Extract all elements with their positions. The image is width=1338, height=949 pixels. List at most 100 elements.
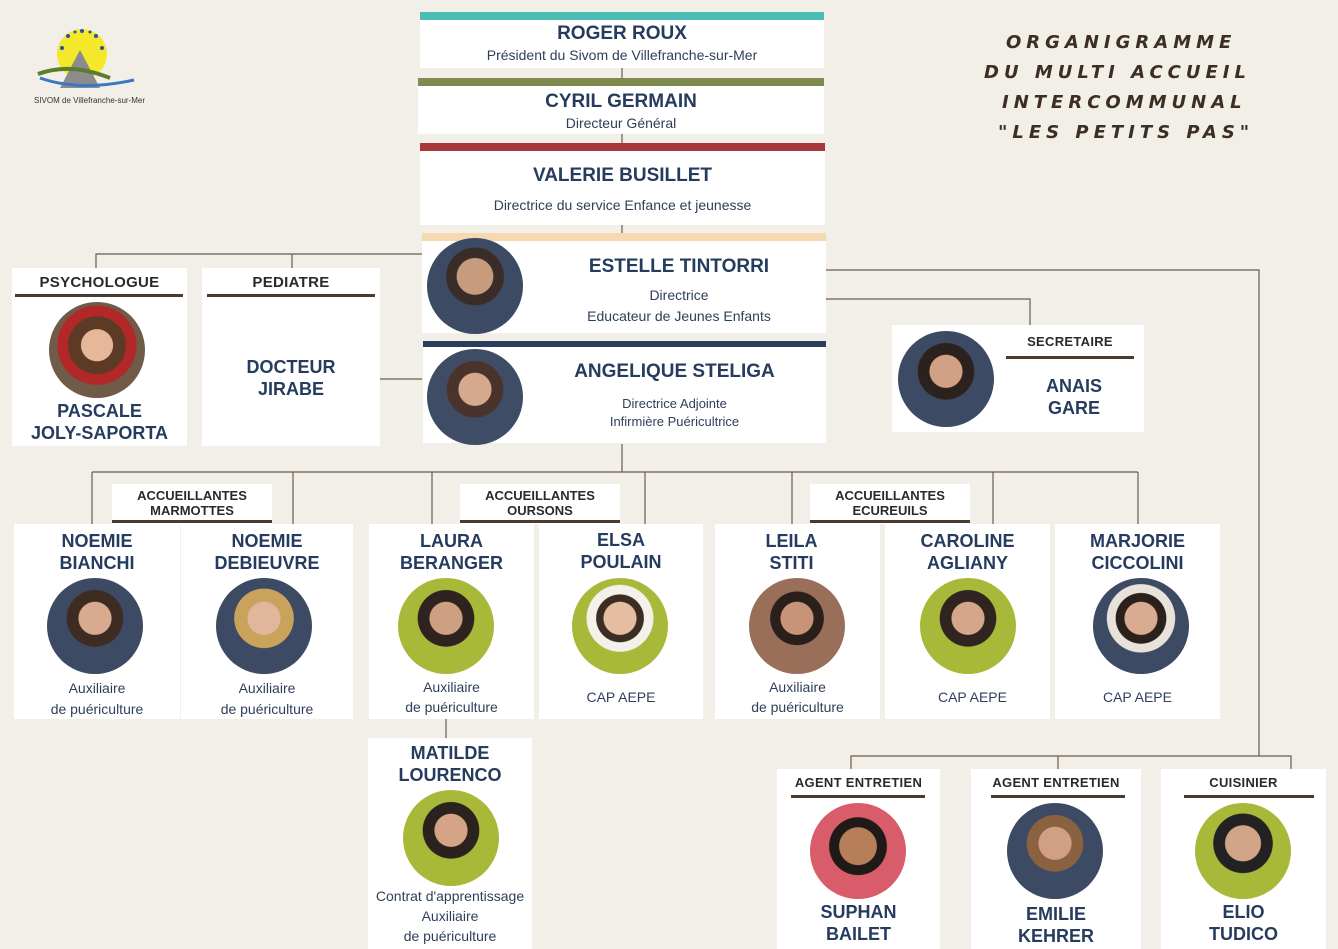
psychologue-underline [15, 294, 183, 297]
card-staff-2: LAURA BERANGER Auxiliaire de puéricultur… [369, 524, 534, 719]
matilde-role-3: de puériculture [403, 928, 497, 944]
valerie-name: VALERIE BUSILLET [532, 165, 713, 186]
estelle-role-1: Directrice [649, 287, 709, 303]
logo-caption: SIVOM de Villefranche-sur-Mer [34, 96, 145, 105]
card-psychologue: PSYCHOLOGUE PASCALE JOLY-SAPORTA [12, 268, 187, 446]
pediatre-name-2: JIRABE [257, 379, 324, 399]
staff-6-name-1: MARJORIE [1089, 531, 1185, 551]
secretaire-label: SECRETAIRE [1027, 334, 1113, 349]
card-staff-5: CAROLINE AGLIANY CAP AEPE [885, 524, 1050, 719]
title-line-3: INTERCOMMUNAL [1002, 92, 1247, 113]
staff-5-name-1: CAROLINE [920, 531, 1015, 551]
card-service-2: CUISINIER ELIO TUDICO [1161, 769, 1326, 949]
card-valerie-busillet: VALERIE BUSILLET Directrice du service E… [420, 151, 825, 225]
cyril-name: CYRIL GERMAIN [545, 91, 697, 112]
staff-1-role-2: de puériculture [220, 701, 314, 717]
staff-4-photo [749, 578, 845, 674]
valerie-color-bar [420, 143, 825, 151]
valerie-role: Directrice du service Enfance et jeuness… [493, 197, 752, 213]
angelique-name: ANGELIQUE STELIGA [574, 361, 775, 382]
anais-name-2: GARE [1047, 398, 1100, 418]
card-secretaire: SECRETAIRE ANAIS GARE [892, 325, 1144, 432]
staff-2-name-1: LAURA [420, 531, 483, 551]
title-line-1: ORGANIGRAMME [1006, 32, 1237, 53]
angelique-role-2: Infirmière Puéricultrice [609, 414, 740, 429]
sivom-logo: SIVOM de Villefranche-sur-Mer [30, 22, 145, 112]
service-1-name-2: KEHRER [1017, 926, 1094, 946]
service-1-name-1: EMILIE [1025, 904, 1086, 924]
matilde-name-2: LOURENCO [398, 765, 502, 785]
pascale-name-2: JOLY-SAPORTA [30, 423, 169, 443]
oursons-underline [460, 520, 620, 523]
pascale-name-1: PASCALE [57, 401, 142, 421]
estelle-name: ESTELLE TINTORRI [588, 256, 770, 277]
staff-6-role-1: CAP AEPE [1102, 689, 1172, 705]
matilde-photo [403, 790, 499, 886]
group-marmottes: ACCUEILLANTES MARMOTTES [112, 484, 272, 524]
service-2-label: CUISINIER [1209, 775, 1278, 790]
marmottes-underline [112, 520, 272, 523]
card-pediatre: PEDIATRE DOCTEUR JIRABE [202, 268, 380, 446]
card-staff-0: NOEMIE BIANCHI Auxiliaire de puéricultur… [14, 524, 180, 719]
oursons-line-1: ACCUEILLANTES [485, 488, 595, 503]
staff-1-name-1: NOEMIE [231, 531, 303, 551]
card-matilde-lourenco: MATILDE LOURENCO Contrat d'apprentissage… [368, 738, 532, 949]
marmottes-line-2: MARMOTTES [150, 503, 234, 518]
card-angelique-steliga: ANGELIQUE STELIGA Directrice Adjointe In… [423, 347, 826, 445]
cyril-role: Directeur Général [565, 115, 677, 131]
service-0-name-2: BAILET [826, 924, 891, 944]
matilde-role-2: Auxiliaire [421, 908, 479, 924]
group-oursons: ACCUEILLANTES OURSONS [460, 484, 620, 524]
card-roger-roux: ROGER ROUX Président du Sivom de Villefr… [420, 20, 824, 68]
staff-0-name-1: NOEMIE [61, 531, 133, 551]
staff-1-name-2: DEBIEUVRE [214, 553, 320, 573]
pediatre-label: PEDIATRE [252, 274, 330, 291]
title-line-4: "LES PETITS PAS" [998, 122, 1255, 143]
service-0-photo [810, 803, 906, 899]
matilde-role-1: Contrat d'apprentissage [375, 888, 525, 904]
staff-0-role-2: de puériculture [50, 701, 144, 717]
staff-0-photo [47, 578, 143, 674]
ecureuils-line-2: ECUREUILS [852, 503, 928, 518]
estelle-photo [427, 238, 523, 334]
group-ecureuils: ACCUEILLANTES ECUREUILS [810, 484, 970, 524]
service-1-photo [1007, 803, 1103, 899]
staff-2-role-2: de puériculture [405, 699, 498, 715]
angelique-color-bar [423, 341, 826, 347]
staff-4-name-2: STITI [769, 553, 814, 573]
logo-emblem-icon [37, 29, 135, 88]
ecureuils-underline [810, 520, 970, 523]
service-2-name-1: ELIO [1222, 902, 1265, 922]
staff-5-name-2: AGLIANY [927, 553, 1008, 573]
pascale-photo [49, 302, 145, 398]
service-1-underline [991, 795, 1125, 798]
staff-1-role-1: Auxiliaire [238, 680, 296, 696]
staff-4-role-1: Auxiliaire [769, 679, 826, 695]
angelique-photo [427, 349, 523, 445]
staff-2-name-2: BERANGER [399, 553, 503, 573]
service-2-photo [1195, 803, 1291, 899]
card-staff-1: NOEMIE DEBIEUVRE Auxiliaire de puéricult… [181, 524, 353, 719]
title-line-2: DU MULTI ACCUEIL [984, 62, 1251, 83]
staff-0-name-2: BIANCHI [59, 553, 135, 573]
card-cyril-germain: CYRIL GERMAIN Directeur Général [418, 86, 824, 134]
staff-3-role-1: CAP AEPE [586, 689, 656, 705]
staff-3-photo [572, 578, 668, 674]
staff-2-role-1: Auxiliaire [423, 679, 480, 695]
oursons-line-2: OURSONS [507, 503, 573, 518]
estelle-role-2: Educateur de Jeunes Enfants [587, 308, 771, 324]
service-1-label: AGENT ENTRETIEN [992, 775, 1120, 790]
service-0-name-1: SUPHAN [820, 902, 897, 922]
matilde-name-1: MATILDE [410, 743, 490, 763]
roger-name: ROGER ROUX [557, 23, 687, 44]
staff-4-name-1: LEILA [765, 531, 818, 551]
pediatre-underline [207, 294, 375, 297]
card-service-1: AGENT ENTRETIEN EMILIE KEHRER [971, 769, 1141, 949]
anais-name-1: ANAIS [1045, 376, 1102, 396]
card-estelle-tintorri: ESTELLE TINTORRI Directrice Educateur de… [422, 238, 826, 334]
staff-2-photo [398, 578, 494, 674]
staff-3-name-2: POULAIN [580, 552, 662, 572]
anais-photo [898, 331, 994, 427]
staff-5-photo [920, 578, 1016, 674]
